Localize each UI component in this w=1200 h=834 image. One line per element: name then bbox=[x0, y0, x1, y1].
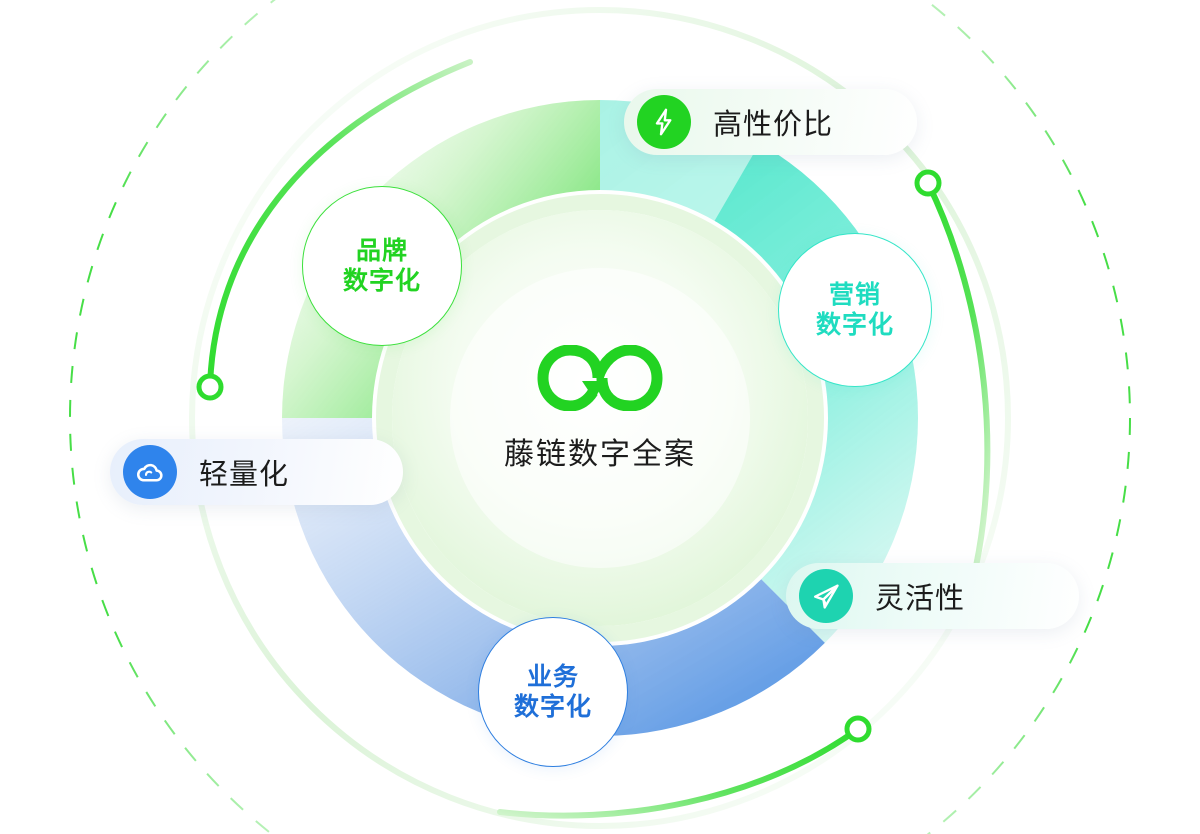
dashed-outer-circle bbox=[69, 0, 1131, 834]
connector-endpoint-left bbox=[196, 373, 224, 401]
outer-halo-ring bbox=[189, 7, 1011, 829]
badge-high-cost-performance[interactable]: 高性价比 bbox=[624, 89, 917, 155]
ring-label-brand-line1: 品牌 bbox=[355, 236, 408, 265]
ring-label-brand-line2: 数字化 bbox=[342, 267, 421, 295]
ring-label-business-line2: 数字化 bbox=[513, 693, 592, 721]
badge-lightweight[interactable]: 轻量化 bbox=[110, 439, 403, 505]
ring-label-marketing-line2: 数字化 bbox=[815, 311, 894, 339]
connector-arc-bottom-right bbox=[497, 726, 861, 819]
connector-arc-top-right bbox=[925, 180, 991, 623]
center-brand-block: 藤链数字全案 bbox=[440, 345, 760, 495]
ring-label-business[interactable]: 业务 数字化 bbox=[478, 617, 628, 767]
cloud-icon bbox=[123, 445, 177, 499]
badge-flexibility-label: 灵活性 bbox=[875, 583, 966, 615]
ring-label-business-line1: 业务 bbox=[526, 662, 579, 691]
connector-arc-left bbox=[207, 59, 473, 390]
paper-plane-icon bbox=[799, 569, 853, 623]
connector-endpoint-top-right bbox=[914, 169, 942, 197]
badge-flexibility[interactable]: 灵活性 bbox=[786, 563, 1079, 629]
ring-label-marketing[interactable]: 营销 数字化 bbox=[778, 233, 932, 387]
lightning-bolt-icon bbox=[637, 95, 691, 149]
infinity-arrow-logo-icon bbox=[537, 345, 663, 411]
connector-endpoint-bottom-right bbox=[844, 715, 872, 743]
badge-high-cost-performance-label: 高性价比 bbox=[713, 109, 834, 141]
center-title: 藤链数字全案 bbox=[504, 438, 696, 471]
inner-circle-core bbox=[450, 268, 750, 568]
ring-label-marketing-line1: 营销 bbox=[828, 280, 881, 309]
badge-lightweight-label: 轻量化 bbox=[199, 459, 290, 491]
ring-label-brand[interactable]: 品牌 数字化 bbox=[302, 186, 462, 346]
